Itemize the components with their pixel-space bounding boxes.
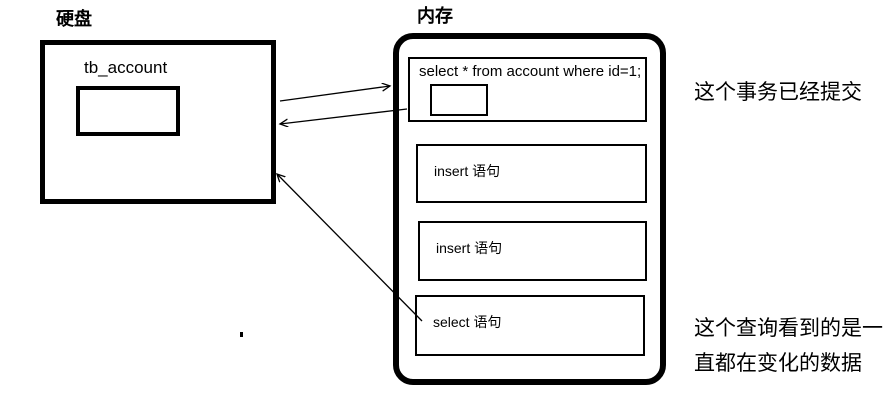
memory-box-select-by-id: select * from account where id=1; — [408, 57, 647, 122]
stray-dot — [240, 332, 243, 337]
arrow-memory-to-disk — [280, 108, 408, 124]
memory-box-insert-1: insert 语句 — [416, 144, 647, 203]
memory-section-label: 内存 — [417, 6, 453, 26]
memory-box-insert-2: insert 语句 — [418, 221, 647, 281]
disk-data-page-rectangle — [76, 86, 180, 136]
annotation-changing-line2: 直都在变化的数据 — [694, 352, 862, 375]
sql-statement-text: insert 语句 — [434, 163, 501, 179]
memory-box-select: select 语句 — [415, 295, 645, 356]
sql-statement-text: select * from account where id=1; — [419, 63, 642, 80]
memory-buffer-rectangle — [430, 84, 488, 116]
sql-statement-text: insert 语句 — [436, 240, 503, 256]
disk-section-label: 硬盘 — [56, 9, 92, 29]
annotation-changing-line1: 这个查询看到的是一 — [694, 317, 883, 340]
disk-table-name: tb_account — [84, 58, 168, 77]
sql-statement-text: select 语句 — [433, 314, 502, 330]
annotation-changing-data: 这个查询看到的是一 直都在变化的数据 — [694, 311, 883, 381]
annotation-transaction-committed: 这个事务已经提交 — [694, 81, 862, 104]
arrow-disk-to-memory — [279, 86, 390, 102]
